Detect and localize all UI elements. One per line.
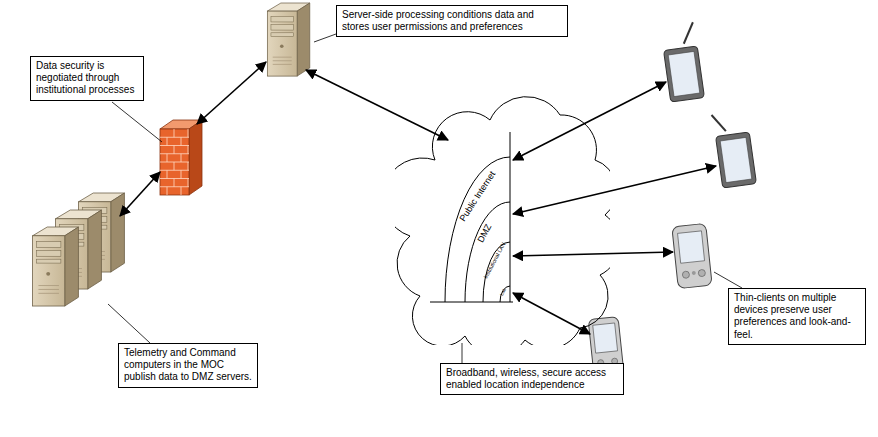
- tablet-device: [711, 110, 756, 188]
- data-arrow: [197, 62, 266, 124]
- server-tower: [33, 227, 79, 306]
- data-arrow: [513, 166, 716, 214]
- callout-box: Server-side processing conditions data a…: [336, 5, 568, 37]
- zone-label: DMZ: [476, 222, 493, 243]
- callout-box: Thin-clients on multiple devices preserv…: [728, 288, 866, 345]
- zone-label: Institutional LAN: [483, 242, 507, 280]
- firewall-icon: [188, 146, 189, 154]
- firewall-icon: [160, 129, 189, 195]
- zone-label: Public Internet: [459, 169, 498, 222]
- firewall-icon: [174, 146, 175, 154]
- zone-arc: [483, 242, 510, 302]
- network-cloud: Public InternetDMZInstitutional LAN Lab: [395, 90, 610, 345]
- firewall-icon: [181, 137, 182, 145]
- tablet-device: [664, 46, 705, 102]
- data-arrow: [513, 293, 590, 334]
- firewall-icon: [181, 154, 182, 162]
- firewall-icon: [160, 153, 189, 154]
- data-arrow: [513, 82, 666, 160]
- callout-text: Telemetry and Command computers in the M…: [124, 347, 252, 384]
- tablet-device: [720, 137, 752, 182]
- cloud-outline: [395, 97, 610, 345]
- firewall-icon: [160, 186, 189, 187]
- zone-arc: [445, 157, 510, 302]
- callout-text: Thin-clients on multiple devices preserv…: [734, 292, 860, 341]
- pda-device: [698, 269, 706, 277]
- pda-device: [593, 323, 618, 353]
- data-arrow: [120, 172, 160, 216]
- firewall-icon: [174, 162, 175, 170]
- leader-line: [462, 343, 463, 363]
- leader-line: [112, 102, 162, 142]
- firewall-icon: [188, 162, 189, 170]
- firewall-icon: [174, 179, 175, 187]
- pda-device: [692, 271, 696, 275]
- data-arrow: [513, 252, 673, 256]
- firewall-icon: [167, 187, 168, 195]
- firewall-icon: [160, 170, 189, 171]
- tablet-device: [660, 22, 704, 102]
- firewall-icon: [188, 129, 189, 137]
- firewall-icon: [167, 154, 168, 162]
- cloud-outline: [395, 90, 610, 345]
- zone-axis: [430, 302, 513, 303]
- tablet-device: [711, 113, 725, 132]
- zone-label: Lab: [500, 288, 508, 297]
- firewall-icon: [160, 178, 189, 179]
- firewall-icon: [160, 145, 189, 146]
- tablet-device: [668, 51, 700, 96]
- firewall-icon: [181, 170, 182, 178]
- callout-text: Data security is negotiated through inst…: [36, 60, 138, 97]
- leader-line: [108, 34, 742, 363]
- pda-device: [672, 223, 712, 288]
- pda-device: [678, 231, 705, 263]
- firewall-icon: [167, 137, 168, 145]
- callout-box: Broadband, wireless, secure access enabl…: [440, 363, 624, 395]
- callout-text: Broadband, wireless, secure access enabl…: [446, 367, 618, 391]
- pda-device: [672, 223, 712, 288]
- callout-text: Server-side processing conditions data a…: [342, 9, 562, 33]
- data-arrow: [120, 62, 716, 334]
- firewall-icon: [167, 170, 168, 178]
- server-tower: [267, 3, 309, 76]
- firewall-icon: [160, 137, 189, 138]
- firewall-icon: [181, 187, 182, 195]
- zone-arc: [465, 202, 510, 302]
- pda-device: [682, 271, 690, 279]
- data-arrow: [306, 70, 448, 140]
- firewall-icon: [189, 120, 202, 195]
- leader-line: [714, 272, 742, 288]
- firewall-icon: [188, 179, 189, 187]
- tablet-device: [681, 22, 696, 43]
- leader-line: [108, 304, 150, 343]
- firewall-icon: [174, 129, 175, 137]
- callout-box: Telemetry and Command computers in the M…: [118, 343, 258, 388]
- firewall-icon: [160, 129, 189, 195]
- firewall-icon: [160, 162, 189, 163]
- leader-line: [314, 34, 336, 42]
- firewall-icon: [160, 120, 202, 195]
- callout-box: Data security is negotiated through inst…: [30, 56, 144, 101]
- tablet-device: [716, 132, 757, 188]
- zone-arc: [500, 286, 510, 302]
